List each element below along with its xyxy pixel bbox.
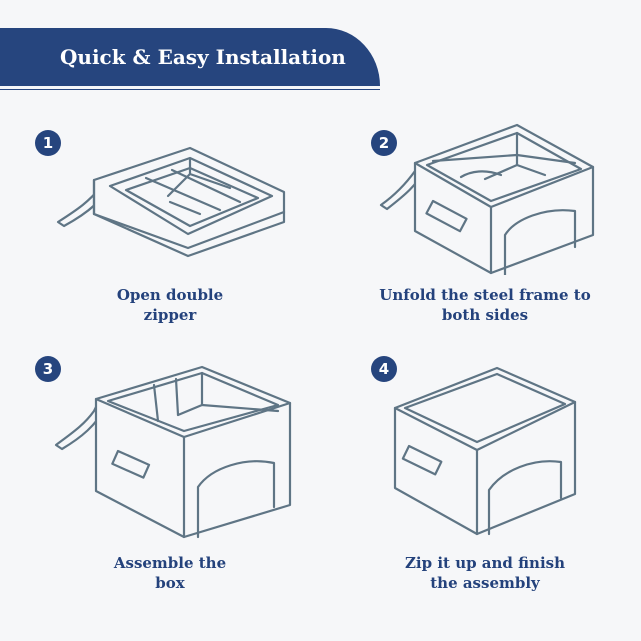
step-caption-line: box xyxy=(155,574,185,592)
step-caption-line: Zip it up and finish xyxy=(404,554,566,572)
step-number-badge: 2 xyxy=(371,130,397,156)
step-caption: Open double zipper xyxy=(70,285,270,325)
step-caption-line: both sides xyxy=(441,306,529,324)
step-caption-line: Assemble the xyxy=(113,554,227,572)
step-caption-line: zipper xyxy=(143,306,197,324)
step-caption: Zip it up and finish the assembly xyxy=(365,553,605,593)
step-caption-line: Open double xyxy=(116,286,224,304)
step-caption: Unfold the steel frame to both sides xyxy=(370,285,600,325)
step-caption-line: the assembly xyxy=(430,574,540,592)
step-caption-line: Unfold the steel frame to xyxy=(379,286,591,304)
page-title: Quick & Easy Installation xyxy=(60,45,346,69)
step-caption: Assemble the box xyxy=(70,553,270,593)
unfold-frame-icon xyxy=(379,123,595,275)
assembled-box-icon xyxy=(54,365,292,539)
step-number-badge: 3 xyxy=(35,356,61,382)
closed-box-icon xyxy=(393,366,577,536)
open-box-icon xyxy=(56,146,286,258)
step-number-badge: 1 xyxy=(35,130,61,156)
header-divider xyxy=(0,89,380,90)
header-banner: Quick & Easy Installation xyxy=(0,28,380,86)
step-number-badge: 4 xyxy=(371,356,397,382)
